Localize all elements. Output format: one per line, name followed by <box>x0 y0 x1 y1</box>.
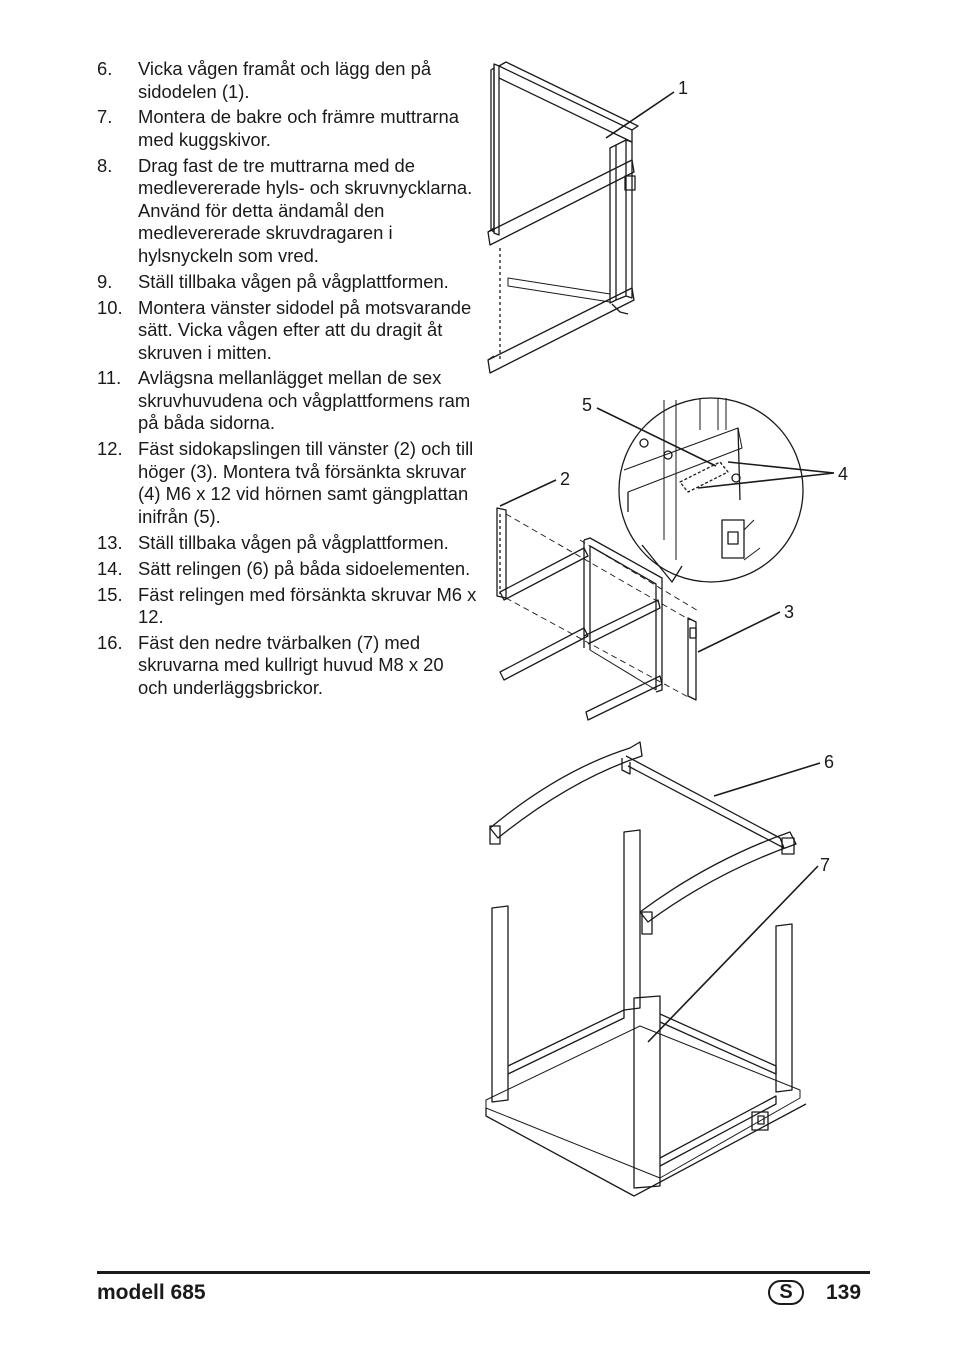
step-item: 16. Fäst den nedre tvärbalken (7) med skr… <box>97 632 477 700</box>
callout-2: 2 <box>560 469 571 489</box>
step-item: 13. Ställ tillbaka vågen på vågplattforme… <box>97 532 477 555</box>
step-text: Fäst sidokapslingen till vänster (2) och… <box>138 438 474 527</box>
callout-5: 5 <box>582 395 593 415</box>
side-frame-drawing <box>487 61 639 374</box>
step-item: 8. Drag fast de tre muttrarna med de medl… <box>97 155 477 268</box>
step-number: 15. <box>97 583 123 605</box>
footer-divider <box>97 1271 870 1274</box>
step-item: 9. Ställ tillbaka vågen på vågplattformen… <box>97 271 477 294</box>
page-number: 139 <box>826 1281 862 1304</box>
step-number: 7. <box>97 106 113 128</box>
detail-magnifier <box>618 397 804 583</box>
callout-4: 4 <box>838 464 849 484</box>
step-number: 10. <box>97 296 123 318</box>
step-text: Montera de bakre och främre muttrarna me… <box>138 106 459 150</box>
step-item: 11. Avlägsna mellanlägget mellan de sex s… <box>97 367 477 435</box>
step-text: Fäst den nedre tvärbalken (7) med skruva… <box>138 631 444 698</box>
step-number: 11. <box>97 367 122 389</box>
step-item: 10. Montera vänster sidodel på motsvarand… <box>97 297 477 365</box>
leader-line-5 <box>596 407 717 467</box>
callout-1: 1 <box>678 78 689 98</box>
railing-drawing <box>485 741 807 1197</box>
leader-line-2 <box>499 479 557 507</box>
step-text: Fäst relingen med försänkta skruvar M6 x… <box>138 583 477 628</box>
step-item: 14. Sätt relingen (6) på båda sidoelement… <box>97 558 477 581</box>
step-item: 6. Vicka vågen framåt och lägg den på sid… <box>97 58 477 103</box>
leader-line-6 <box>713 762 821 797</box>
callout-7: 7 <box>820 855 831 875</box>
step-item: 12. Fäst sidokapslingen till vänster (2) … <box>97 438 477 528</box>
step-text: Sätt relingen (6) på båda sidoelementen. <box>138 557 471 579</box>
assembly-steps: 6. Vicka vågen framåt och lägg den på sid… <box>97 58 477 703</box>
callout-3: 3 <box>784 602 795 622</box>
step-item: 7. Montera de bakre och främre muttrarna … <box>97 106 477 151</box>
step-text: Montera vänster sidodel på motsvarande s… <box>138 296 472 363</box>
leader-line-1 <box>605 91 675 139</box>
leader-line-7 <box>647 865 819 1043</box>
step-number: 14. <box>97 557 123 579</box>
step-number: 16. <box>97 631 123 653</box>
step-number: 12. <box>97 438 123 460</box>
step-text: Ställ tillbaka vågen på vågplattformen. <box>138 270 449 292</box>
step-text: Ställ tillbaka vågen på vågplattformen. <box>138 531 449 553</box>
step-text: Vicka vågen framåt och lägg den på sidod… <box>138 58 432 102</box>
language-badge: S <box>768 1280 804 1305</box>
step-number: 6. <box>97 58 113 79</box>
leader-line-4 <box>697 461 835 489</box>
side-casing-drawing <box>496 507 701 721</box>
step-item: 15. Fäst relingen med försänkta skruvar M… <box>97 584 477 629</box>
callout-6: 6 <box>824 752 835 772</box>
model-label: modell 685 <box>97 1281 206 1304</box>
step-text: Drag fast de tre muttrarna med de medlev… <box>138 154 473 266</box>
step-text: Avlägsna mellanlägget mellan de sex skru… <box>138 367 471 434</box>
step-number: 9. <box>97 270 113 292</box>
step-number: 8. <box>97 154 113 176</box>
assembly-illustration <box>485 61 835 1197</box>
leader-line-3 <box>697 611 781 653</box>
step-number: 13. <box>97 531 123 553</box>
